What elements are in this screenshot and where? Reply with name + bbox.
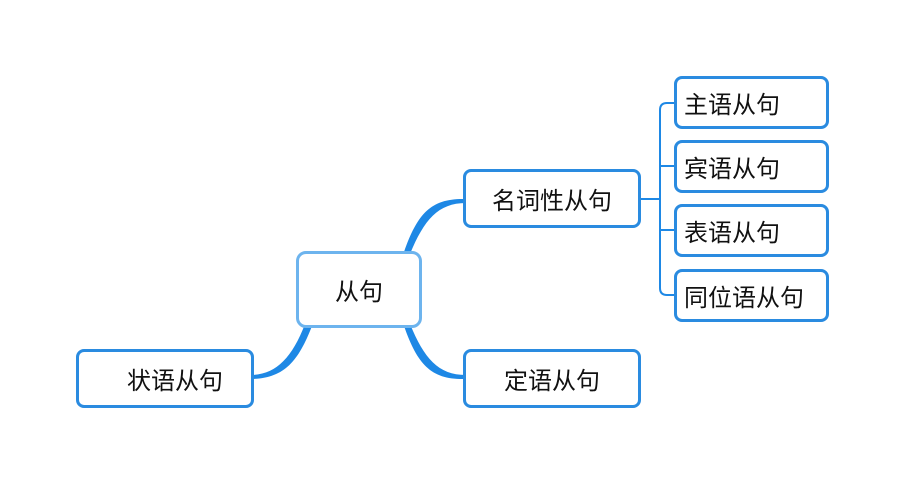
- leaf-node-subject-clause[interactable]: 主语从句: [674, 76, 829, 129]
- root-node[interactable]: 从句: [296, 251, 422, 328]
- branch-node-attributive-label: 定语从句: [504, 367, 600, 395]
- leaf-node-label: 表语从句: [684, 219, 780, 247]
- leaf-node-appositive-clause[interactable]: 同位语从句: [674, 269, 829, 322]
- connector-root-to-adverbial: [252, 324, 312, 379]
- branch-node-adverbial-label: 状语从句: [127, 367, 223, 395]
- connector-root-to-attributive: [404, 324, 466, 380]
- branch-node-nominal-label: 名词性从句: [492, 187, 612, 215]
- leaf-node-label: 主语从句: [684, 91, 780, 119]
- leaf-node-predicative-clause[interactable]: 表语从句: [674, 204, 829, 257]
- branch-node-nominal[interactable]: 名词性从句: [463, 169, 641, 228]
- branch-node-adverbial[interactable]: 状语从句: [76, 349, 254, 408]
- connector-nominal-children: [641, 102, 674, 296]
- leaf-node-object-clause[interactable]: 宾语从句: [674, 140, 829, 193]
- connector-root-to-nominal: [404, 198, 466, 254]
- leaf-node-label: 同位语从句: [684, 284, 804, 312]
- root-node-label: 从句: [335, 278, 383, 306]
- branch-node-attributive[interactable]: 定语从句: [463, 349, 641, 408]
- leaf-node-label: 宾语从句: [684, 155, 780, 183]
